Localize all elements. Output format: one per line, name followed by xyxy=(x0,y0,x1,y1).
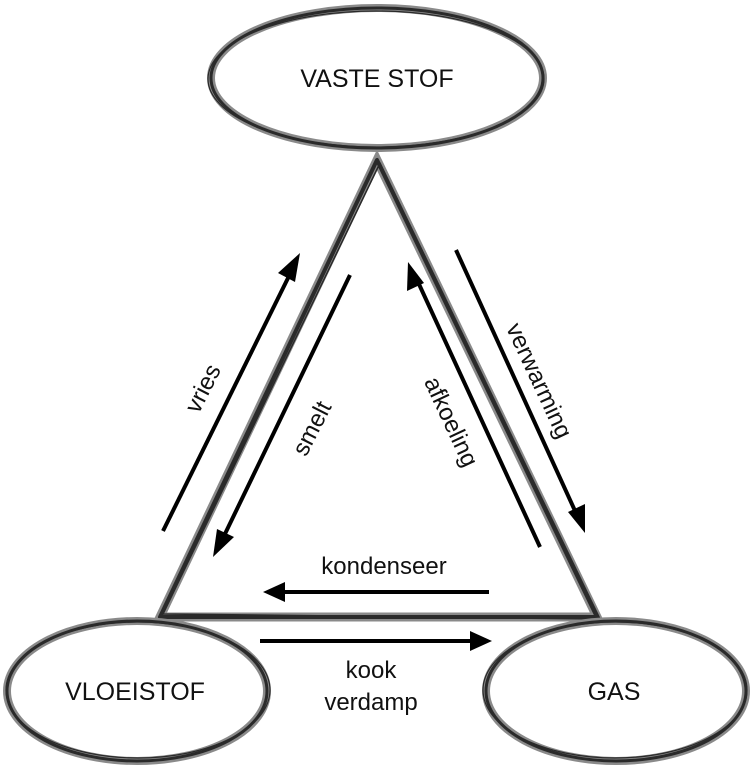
cooling-label: afkoeling xyxy=(418,373,483,471)
solid-label: VASTE STOF xyxy=(300,65,453,93)
freeze-arrow xyxy=(161,253,300,532)
evaporate-label: verdamp xyxy=(324,689,417,716)
solid-state-node: VASTE STOF xyxy=(207,4,547,152)
gas-label: GAS xyxy=(588,678,641,706)
melt-label: smelt xyxy=(287,397,337,461)
melt-arrow xyxy=(213,274,352,557)
state-triangle xyxy=(152,149,605,622)
boil-arrow xyxy=(260,631,492,651)
condense-label: kondenseer xyxy=(321,553,446,580)
liquid-state-node: VLOEISTOF xyxy=(3,617,271,765)
freeze-label: vries xyxy=(180,360,227,417)
condense-arrow xyxy=(263,582,489,602)
boil-label: kook xyxy=(346,657,398,684)
liquid-label: VLOEISTOF xyxy=(65,678,205,706)
heating-label: verwarming xyxy=(500,319,577,443)
heating-arrow xyxy=(454,249,585,533)
gas-state-node: GAS xyxy=(482,617,750,765)
cooling-arrow xyxy=(407,262,542,548)
